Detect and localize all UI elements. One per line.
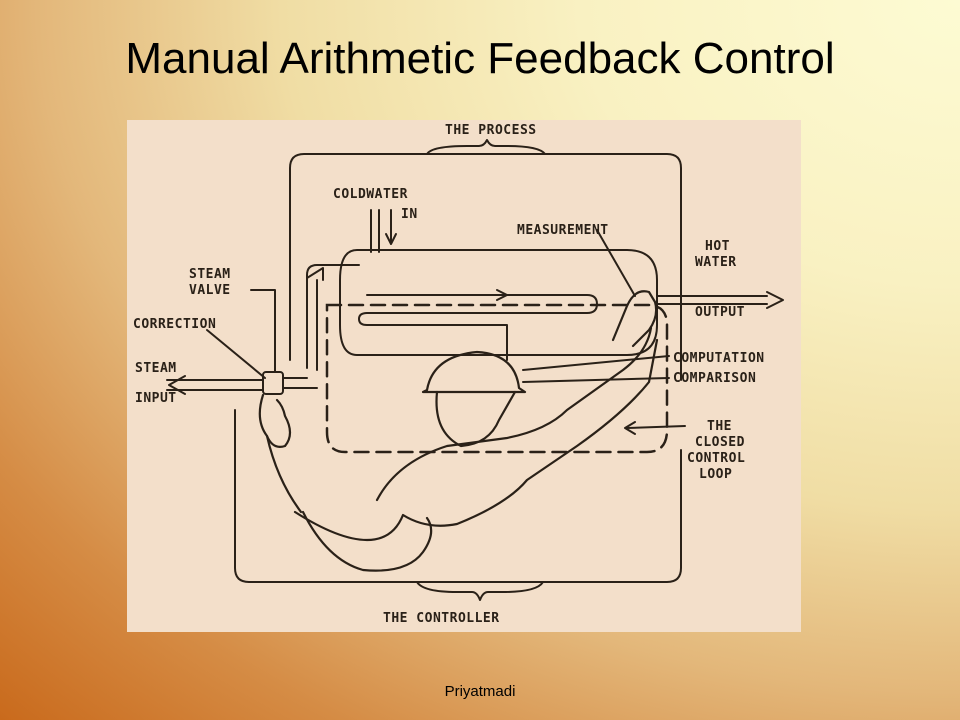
tank [339, 249, 658, 356]
label-cold-water-2: IN [401, 207, 418, 222]
label-steam-valve-2: VALVE [189, 283, 231, 298]
control-loop-diagram: THE PROCESS COLDWATER IN MEASUREMENT HOT… [127, 120, 801, 632]
steam-valve-leader [250, 289, 276, 373]
process-brace [426, 139, 546, 155]
loop-leader-arrow [624, 421, 636, 435]
label-loop-2: CLOSED [695, 435, 745, 450]
slide-footer-author: Priyatmadi [444, 683, 516, 700]
steam-input-arrow [168, 375, 186, 395]
label-measurement: MEASUREMENT [517, 223, 609, 238]
raised-arm [611, 290, 658, 348]
steam-valve [262, 371, 284, 395]
label-steam-valve-1: STEAM [189, 267, 231, 282]
operator-figure [258, 290, 659, 572]
steam-pipe [306, 264, 360, 371]
lower-body [301, 510, 433, 572]
label-output: OUTPUT [695, 305, 745, 320]
output-arrow [766, 291, 784, 309]
process-boundary [289, 153, 682, 381]
lowered-arm [258, 393, 292, 448]
label-loop-4: LOOP [699, 467, 732, 482]
label-cold-water-1: COLDWATER [333, 187, 408, 202]
operator-back [293, 338, 659, 542]
label-computation: COMPUTATION [673, 351, 765, 366]
steam-input-line [166, 379, 264, 391]
comparison-leader [522, 377, 670, 383]
operator-head [435, 390, 517, 448]
label-correction: CORRECTION [133, 317, 216, 332]
controller-boundary [234, 409, 682, 583]
cold-water-pipe [370, 209, 380, 253]
hard-hat [421, 350, 527, 394]
valve-to-pipe [282, 377, 318, 389]
operator-torso [375, 326, 653, 502]
lowered-sleeve [265, 434, 303, 514]
label-comparison: COMPARISON [673, 371, 756, 386]
pipe-elbow [306, 267, 324, 281]
coil-arrow [496, 289, 508, 301]
cold-water-arrow [385, 209, 397, 245]
label-steam-input-1: STEAM [135, 361, 177, 376]
label-hot-water-1: HOT [705, 239, 730, 254]
hot-water-line [656, 295, 768, 305]
slide-title: Manual Arithmetic Feedback Control [125, 34, 835, 83]
measurement-leader [596, 229, 636, 297]
correction-leader [206, 329, 266, 379]
loop-leader [626, 425, 686, 429]
label-loop-3: CONTROL [687, 451, 745, 466]
diagram-svg: THE PROCESS COLDWATER IN MEASUREMENT HOT… [133, 123, 784, 626]
label-controller: THE CONTROLLER [383, 611, 500, 626]
label-hot-water-2: WATER [695, 255, 737, 270]
computation-leader [522, 355, 670, 371]
closed-control-loop [325, 303, 669, 454]
heating-coil [358, 294, 598, 361]
label-steam-input-2: INPUT [135, 391, 177, 406]
label-process: THE PROCESS [445, 123, 537, 138]
label-loop-1: THE [707, 419, 732, 434]
controller-brace [416, 581, 544, 601]
